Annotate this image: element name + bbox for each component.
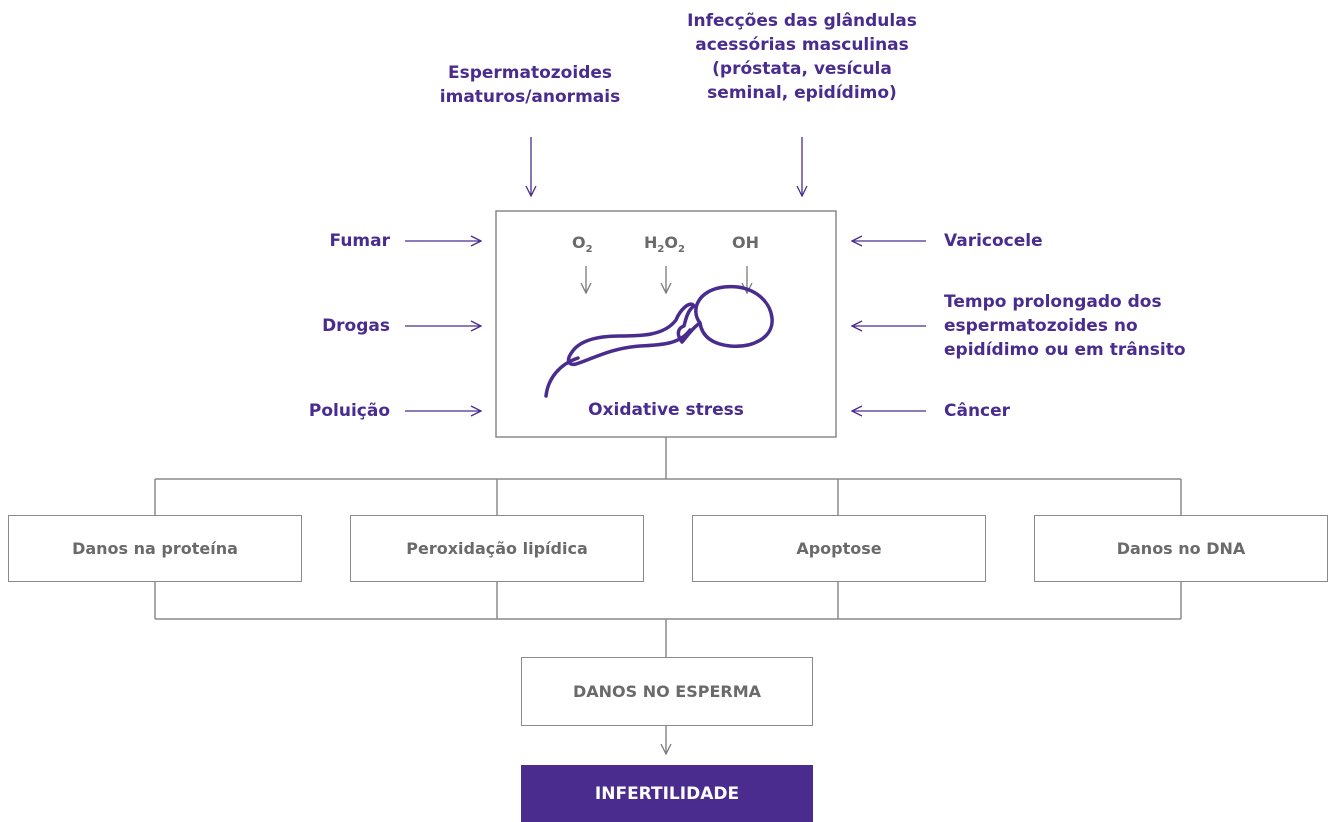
label-drogas: Drogas <box>322 316 390 336</box>
effect-box-dna: Danos no DNA <box>1034 515 1328 582</box>
effect-box-peroxidacao: Peroxidação lipídica <box>350 515 644 582</box>
effect-box-proteina: Danos na proteína <box>8 515 302 582</box>
label-varicocele: Varicocele <box>944 231 1043 251</box>
label-fumar: Fumar <box>329 231 390 251</box>
label-espermatozoides: Espermatozoides imaturos/anormais <box>439 63 621 107</box>
chem-o2: O2 <box>572 233 593 256</box>
effect-box-apoptose: Apoptose <box>692 515 986 582</box>
oxidative-stress-caption: Oxidative stress <box>588 400 744 420</box>
label-tempo-prolongado: Tempo prolongado dos espermatozoides no … <box>944 292 1186 360</box>
label-cancer: Câncer <box>944 401 1011 421</box>
label-poluicao: Poluição <box>308 401 390 421</box>
label-infeccoes: Infecções das glândulas acessórias mascu… <box>687 11 917 103</box>
sperm-icon <box>544 284 774 398</box>
chem-oh: OH <box>732 233 759 252</box>
result-box-danos-esperma: DANOS NO ESPERMA <box>521 657 813 726</box>
chem-h2o2: H2O2 <box>644 233 685 256</box>
final-box-infertilidade: INFERTILIDADE <box>521 765 813 822</box>
